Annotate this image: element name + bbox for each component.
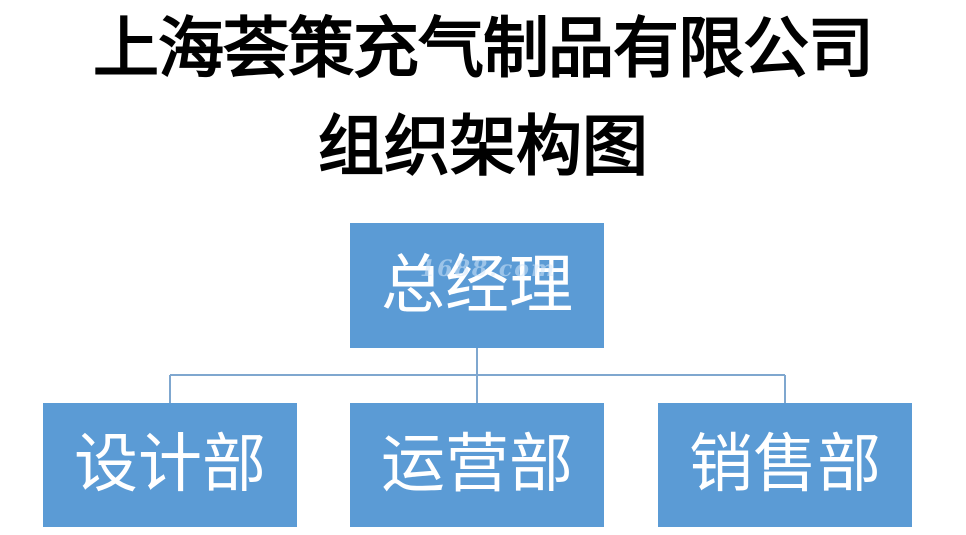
org-node-general-manager: 总经理 bbox=[350, 223, 604, 348]
org-node-design-dept: 设计部 bbox=[43, 403, 297, 527]
org-node-label: 运营部 bbox=[381, 428, 573, 502]
org-node-label: 总经理 bbox=[381, 248, 573, 323]
title-line-2: 组织架构图 bbox=[318, 108, 648, 185]
org-node-label: 销售部 bbox=[689, 428, 881, 502]
org-node-label: 设计部 bbox=[74, 428, 266, 502]
watermark: 1688.com bbox=[420, 256, 557, 282]
org-node-sales-dept: 销售部 bbox=[658, 403, 912, 527]
org-node-operations-dept: 运营部 bbox=[350, 403, 604, 527]
title-line-1: 上海荟策充气制品有限公司 bbox=[93, 10, 874, 87]
